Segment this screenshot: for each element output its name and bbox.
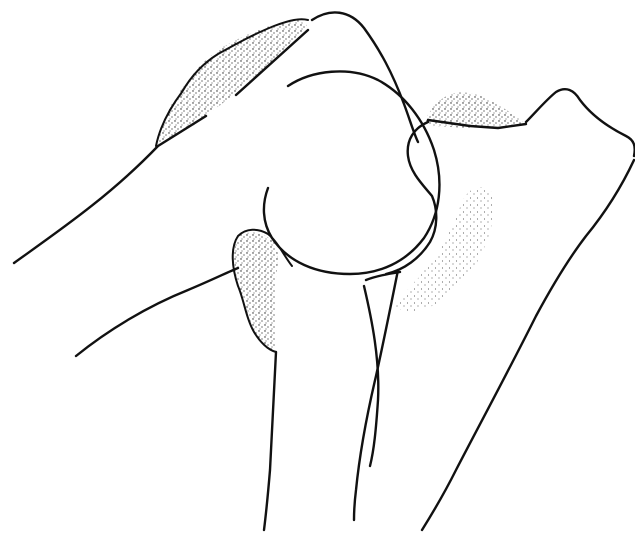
bone-head-cap <box>312 12 418 142</box>
upper-bone-lower-edge <box>14 116 206 263</box>
right-bone-shaft-right-edge <box>422 160 634 530</box>
middle-shaft-right-line <box>354 270 398 520</box>
right-bone-upper-outline <box>526 89 635 156</box>
stippled-osteophyte-upper-left <box>158 20 308 145</box>
middle-shaft-left-edge <box>264 352 276 530</box>
stippled-cartilage-right <box>396 187 494 311</box>
lower-left-bone-edge <box>76 268 238 356</box>
